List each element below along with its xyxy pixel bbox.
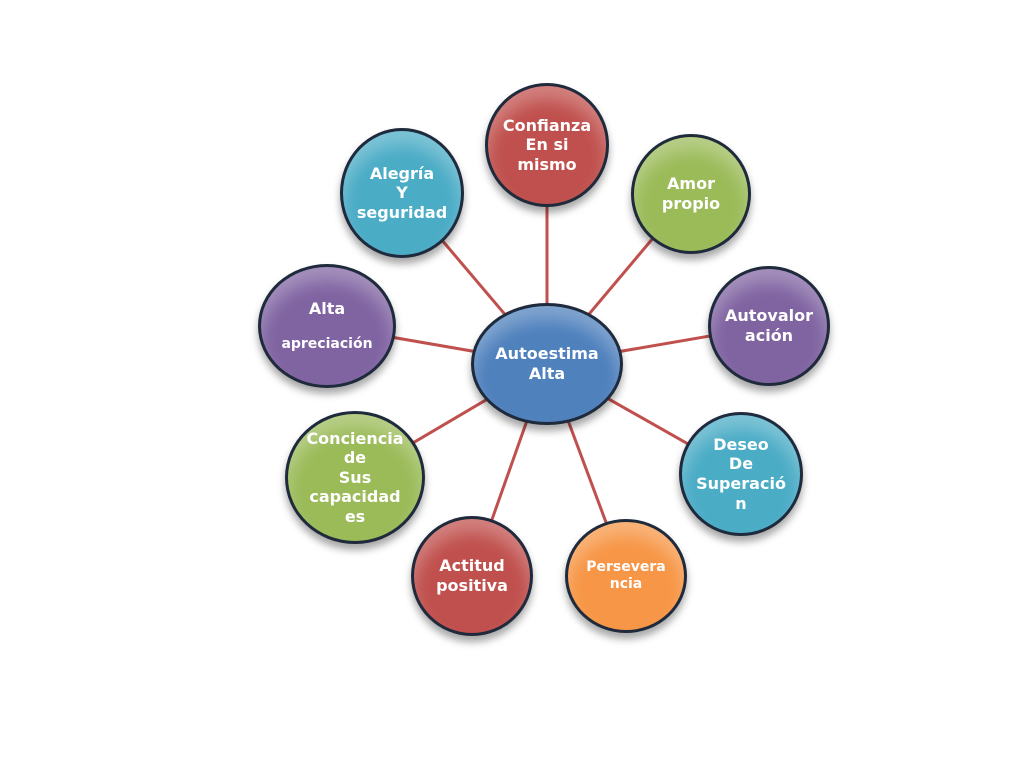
node-label: n [735, 493, 747, 513]
node-label: Actitud [439, 556, 505, 576]
node-label: apreciación [281, 336, 373, 353]
node-label: Superació [696, 474, 786, 493]
node-label: De [728, 454, 754, 474]
node-label: Conciencia [306, 428, 404, 448]
node-amor-propio: Amor propio [631, 134, 751, 254]
center-node-autoestima-alta: Autoestima Alta [471, 303, 623, 425]
center-label-line-2: Alta [528, 364, 566, 383]
node-conciencia-capacidades: Conciencia de Sus capacidad es [285, 411, 425, 544]
node-label: seguridad [356, 202, 448, 222]
node-label: es [344, 506, 366, 526]
node-label: capacidad [309, 487, 401, 507]
node-label: Alta [308, 298, 346, 318]
node-label: Y [396, 183, 408, 203]
node-label: Confianza [502, 115, 592, 135]
node-label: En si [525, 135, 569, 155]
node-alegria-seguridad: Alegría Y seguridad [340, 128, 464, 258]
node-label: propio [661, 194, 721, 213]
node-alta-apreciacion: Alta apreciación [258, 264, 396, 388]
node-label: ación [744, 326, 794, 345]
node-label: ncia [609, 576, 643, 592]
node-label: Alegría [369, 163, 435, 183]
node-deseo-superacion: Deseo De Superació n [679, 412, 803, 536]
node-autovaloracion: Autovalor ación [708, 266, 830, 386]
node-label: Amor [667, 174, 715, 194]
center-label-line-1: Autoestima [495, 344, 599, 364]
node-label: positiva [436, 576, 508, 595]
node-label: Autovalor [724, 306, 813, 326]
node-label: Sus [338, 467, 372, 487]
node-label: Deseo [713, 434, 769, 454]
node-confianza: Confianza En si mismo [485, 83, 609, 207]
node-perseverancia: Persevera ncia [565, 519, 687, 633]
node-label: de [343, 448, 367, 468]
node-label: mismo [517, 154, 577, 174]
node-label: Persevera [586, 558, 666, 575]
node-actitud-positiva: Actitud positiva [411, 516, 533, 636]
